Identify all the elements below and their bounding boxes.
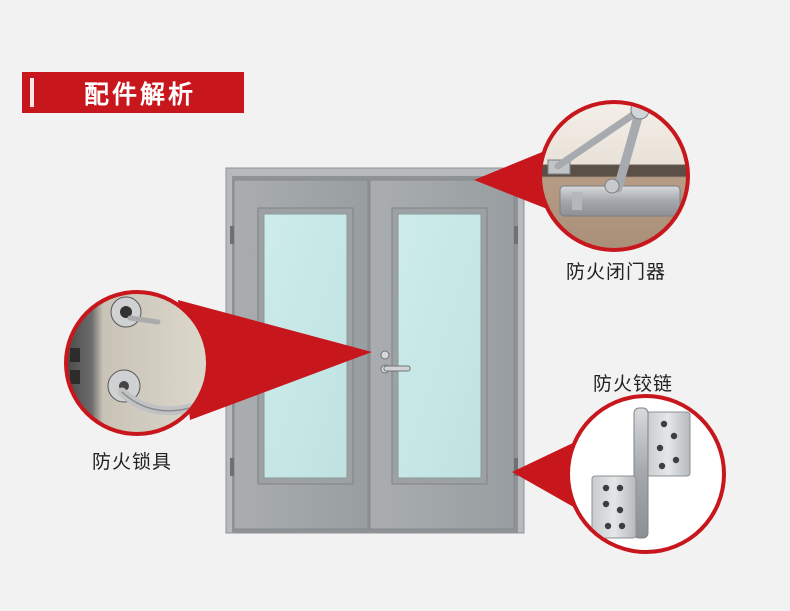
door-hinge-bottom-right: [514, 458, 518, 476]
door-leaf-right: [369, 179, 515, 530]
door-handle: [380, 350, 411, 374]
callout-closer: [474, 100, 690, 252]
door-hinge-top-left: [230, 226, 234, 244]
door-hinge-bottom-left: [230, 458, 234, 476]
door-hinge-top-right: [514, 226, 518, 244]
hinge-label: 防火铰链: [593, 373, 674, 395]
closer-label: 防火闭门器: [566, 261, 667, 283]
callout-hinge: [512, 394, 726, 554]
section-title: 配件解析: [83, 79, 196, 109]
section-title-banner: 配件解析: [22, 72, 244, 113]
callout-lock: [64, 290, 372, 436]
lock-label: 防火锁具: [92, 451, 173, 473]
